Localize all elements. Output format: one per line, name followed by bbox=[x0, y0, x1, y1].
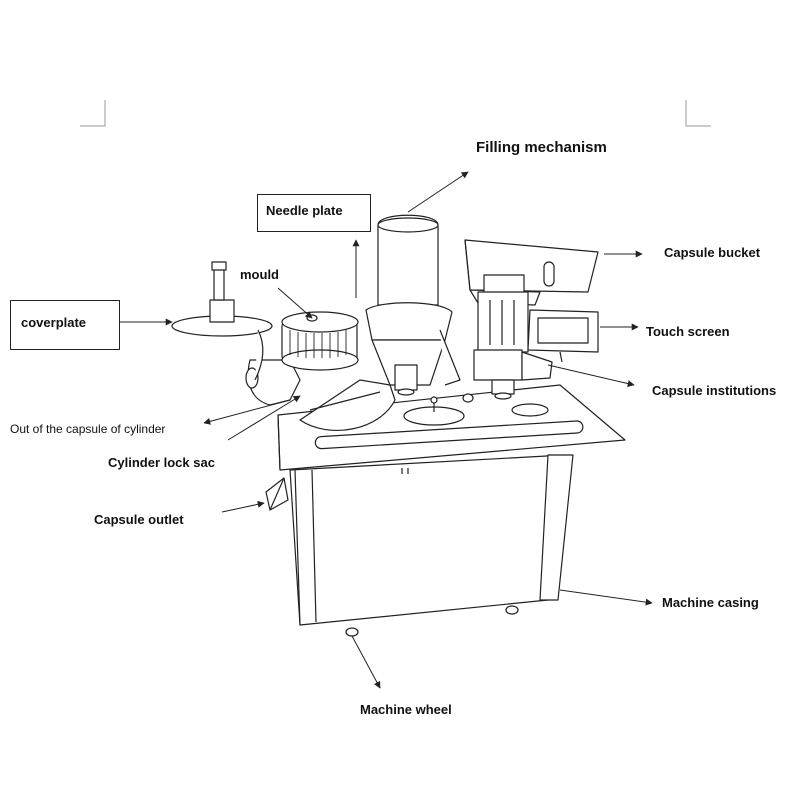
coverplate-disk bbox=[171, 261, 273, 381]
needle-plate-disk bbox=[403, 393, 474, 426]
filling-mechanism bbox=[365, 214, 461, 396]
label-capsule-institutions: Capsule institutions bbox=[652, 383, 777, 398]
machine-casing bbox=[289, 454, 574, 626]
label-touch-screen: Touch screen bbox=[646, 324, 730, 339]
label-machine-casing: Machine casing bbox=[662, 595, 759, 610]
label-out-of-capsule-cylinder: Out of the capsule of cylinder bbox=[10, 422, 166, 436]
label-machine-wheel: Machine wheel bbox=[360, 702, 452, 717]
label-capsule-outlet: Capsule outlet bbox=[94, 512, 184, 527]
capsule-tray bbox=[511, 403, 549, 417]
mould-ring bbox=[281, 311, 359, 371]
cylinder-assembly bbox=[245, 359, 396, 431]
page-corner-marks bbox=[80, 100, 711, 127]
capsule-outlet-chute bbox=[265, 477, 289, 511]
label-mould: mould bbox=[240, 267, 279, 282]
label-needle-plate: Needle plate bbox=[257, 194, 371, 232]
label-coverplate: coverplate bbox=[10, 300, 120, 350]
touch-screen bbox=[527, 309, 599, 363]
capsule-institutions bbox=[473, 274, 553, 400]
label-cylinder-lock-sac: Cylinder lock sac bbox=[108, 455, 215, 470]
label-filling-mechanism: Filling mechanism bbox=[476, 139, 607, 156]
callout-arrows bbox=[120, 171, 653, 689]
label-capsule-bucket: Capsule bucket bbox=[664, 245, 761, 260]
